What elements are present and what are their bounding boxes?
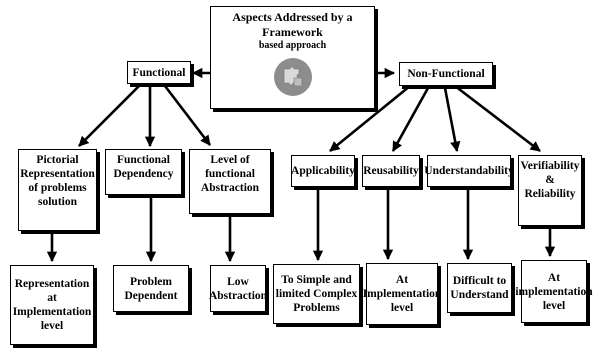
- outcome-representation-at-implementation: Representation at Implementation level: [10, 265, 94, 345]
- root-title: Aspects Addressed by a Framework: [232, 10, 353, 39]
- aspect-label: Level of functional Abstraction: [200, 154, 260, 194]
- outcome-label: Low Abstraction: [208, 275, 268, 302]
- outcome-label: Difficult to Understand: [450, 275, 509, 301]
- aspect-label: Reusability: [363, 165, 419, 177]
- aspect-functional-dependency: Functional Dependency: [105, 149, 182, 195]
- arrow-nf-to-understandability: [443, 87, 461, 153]
- outcome-low-abstraction: Low Abstraction: [208, 265, 268, 312]
- aspect-understandability: Understandability: [424, 155, 514, 187]
- aspect-reusability: Reusability: [362, 155, 420, 187]
- arrow-nf-to-verifiability: [454, 84, 541, 153]
- outcome-label: At implementation level: [515, 271, 593, 312]
- arrow-functional-to-abstraction: [163, 85, 212, 146]
- aspect-level-of-abstraction: Level of functional Abstraction: [189, 149, 271, 214]
- outcome-problem-dependent: Problem Dependent: [113, 265, 189, 312]
- outcome-difficult-to-understand: Difficult to Understand: [447, 263, 512, 313]
- arrow-nf-to-applicability: [329, 84, 411, 153]
- puzzle-icon: [273, 58, 312, 96]
- outcome-label: To Simple and limited Complex Problems: [275, 274, 358, 314]
- non-functional-category-box: Non-Functional: [399, 62, 493, 86]
- aspect-label: Functional Dependency: [113, 154, 174, 180]
- outcome-label: At Implementation level: [362, 274, 442, 314]
- aspect-label: Pictorial Representation of problems sol…: [20, 154, 95, 208]
- outcome-verify-at-implementation: At implementation level: [515, 260, 593, 323]
- aspect-label: Verifiability & Reliability: [520, 160, 580, 200]
- functional-label: Functional: [132, 66, 186, 79]
- outcome-label: Problem Dependent: [124, 275, 178, 302]
- outcome-label: Representation at Implementation level: [12, 278, 92, 332]
- functional-category-box: Functional: [127, 61, 191, 84]
- aspect-verifiability-reliability: Verifiability & Reliability: [518, 155, 582, 226]
- aspect-label: Understandability: [424, 165, 514, 177]
- root-box: Aspects Addressed by a Framework based a…: [210, 6, 375, 109]
- outcome-reuse-at-implementation: At Implementation level: [363, 263, 441, 325]
- aspect-label: Applicability: [291, 165, 355, 177]
- arrow-nf-to-reusability: [391, 87, 430, 152]
- non-functional-label: Non-Functional: [407, 68, 485, 80]
- aspect-pictorial-representation: Pictorial Representation of problems sol…: [18, 149, 97, 231]
- arrow-functional-to-pictorial: [78, 84, 141, 147]
- outcome-simple-limited-problems: To Simple and limited Complex Problems: [273, 264, 360, 324]
- aspect-applicability: Applicability: [291, 155, 355, 187]
- root-subtitle: based approach: [258, 40, 327, 51]
